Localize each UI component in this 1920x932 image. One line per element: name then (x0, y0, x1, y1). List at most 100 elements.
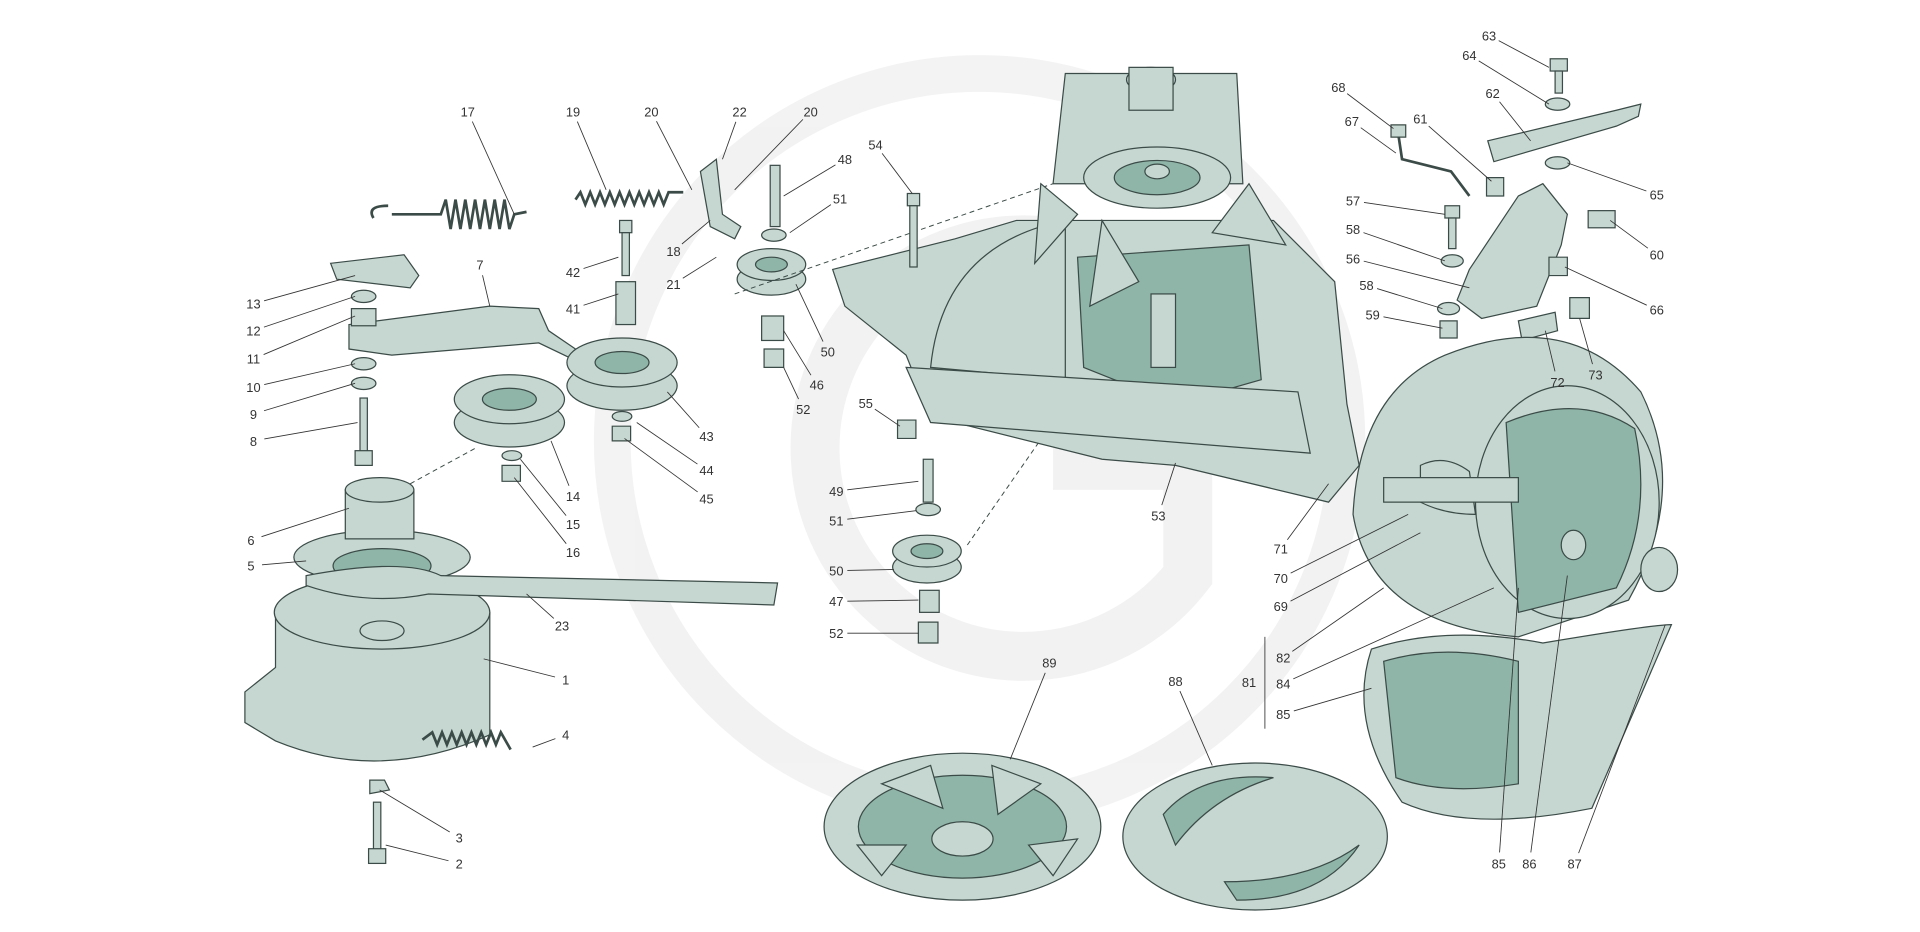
part-number-label: 54 (868, 137, 882, 152)
leader-line (1179, 690, 1213, 766)
leader-line (789, 204, 832, 234)
leader-line (520, 458, 567, 516)
leader-line (847, 510, 916, 520)
part-number-label: 6 (247, 533, 254, 548)
part-number-label: 19 (566, 104, 580, 119)
spacer-41-bolt-42 (615, 219, 637, 326)
pulley-50-upper (736, 164, 807, 369)
part-number-label: 58 (1359, 278, 1373, 293)
part-number-label: 51 (833, 191, 847, 206)
part-number-label: 70 (1274, 571, 1288, 586)
part-number-label: 47 (829, 594, 843, 609)
part-number-label: 10 (246, 380, 260, 395)
leader-line (1363, 232, 1446, 262)
part-number-label: 52 (829, 626, 843, 641)
part-number-label: 13 (246, 297, 260, 312)
bracket-56 (1456, 182, 1569, 320)
leader-line (583, 293, 619, 306)
part-number-label: 59 (1366, 308, 1380, 323)
transaxle-53 (831, 66, 1360, 503)
leader-line (1290, 513, 1409, 574)
leader-line (1287, 483, 1329, 541)
leader-line (1360, 127, 1397, 154)
leader-line (795, 283, 824, 342)
tire (1363, 623, 1673, 820)
leader-line (1498, 40, 1550, 68)
part-number-label: 44 (699, 463, 713, 478)
washers-stack (350, 289, 377, 466)
leader-line (263, 295, 356, 328)
part-number-label: 41 (566, 302, 580, 317)
part-number-label: 17 (461, 104, 475, 119)
part-number-label: 58 (1346, 222, 1360, 237)
leader-line (1009, 672, 1046, 760)
leader-line (881, 153, 913, 194)
bracket-18 (699, 158, 742, 240)
part-number-label: 4 (562, 728, 569, 743)
leader-line (261, 560, 307, 566)
leader-line (667, 391, 700, 429)
leader-line (532, 738, 556, 748)
leader-line (847, 599, 919, 602)
leader-line (1292, 587, 1384, 652)
part-number-label: 63 (1482, 28, 1496, 43)
part-number-label: 20 (644, 104, 658, 119)
hubcap-89 (823, 752, 1102, 901)
bolts-54-55 (896, 192, 921, 440)
part-number-label: 85 (1276, 707, 1290, 722)
part-number-label: 64 (1462, 48, 1476, 63)
wheel-rim (1352, 336, 1679, 638)
leader-line (264, 422, 358, 440)
leader-line (1376, 288, 1443, 310)
part-number-label: 18 (666, 244, 680, 259)
leader-line (722, 121, 737, 160)
rod-67 (1397, 134, 1471, 197)
part-number-label: 68 (1331, 80, 1345, 95)
part-number-label: 57 (1346, 194, 1360, 209)
leader-line (263, 275, 356, 302)
electric-clutch (244, 477, 491, 762)
leader-line (682, 256, 717, 279)
part-number-label: 89 (1042, 655, 1056, 670)
leader-line (1579, 318, 1593, 365)
part-number-label: 84 (1276, 676, 1290, 691)
part-number-label: 50 (829, 564, 843, 579)
leader-line (783, 330, 812, 376)
part-number-label: 69 (1274, 599, 1288, 614)
leader-line (1530, 575, 1568, 853)
leader-line (1478, 60, 1550, 105)
leader-line (513, 477, 567, 544)
leader-line (1578, 624, 1666, 854)
part-number-label: 8 (250, 434, 257, 449)
part-number-label: 62 (1486, 86, 1500, 101)
part-number-label: 86 (1522, 856, 1536, 871)
leader-line (483, 658, 556, 678)
part-number-label: 15 (566, 517, 580, 532)
leader-line (1544, 330, 1556, 372)
part-number-label: 60 (1650, 248, 1664, 263)
bracket-13 (329, 254, 420, 289)
leader-line (783, 164, 836, 197)
part-number-label: 14 (566, 489, 580, 504)
leader-line (847, 569, 894, 571)
part-number-label: 53 (1151, 508, 1165, 523)
leader-line (264, 363, 356, 385)
part-number-label: 11 (247, 352, 260, 367)
part-number-label: 55 (859, 396, 873, 411)
part-number-label: 66 (1650, 303, 1664, 318)
leader-line (1290, 532, 1421, 602)
leader-line (482, 275, 491, 307)
part-number-label: 12 (246, 324, 260, 339)
idler-pulley-43 (566, 337, 678, 442)
leader-line (1567, 162, 1647, 192)
idler-pulley-14 (453, 374, 566, 482)
leader-line (1161, 462, 1176, 506)
leader-line (734, 119, 804, 191)
wheel-cover-88 (1122, 762, 1388, 911)
leader-line (636, 422, 698, 465)
lever-62 (1486, 103, 1642, 163)
part-number-label: 67 (1345, 114, 1359, 129)
leader-line (681, 220, 711, 245)
